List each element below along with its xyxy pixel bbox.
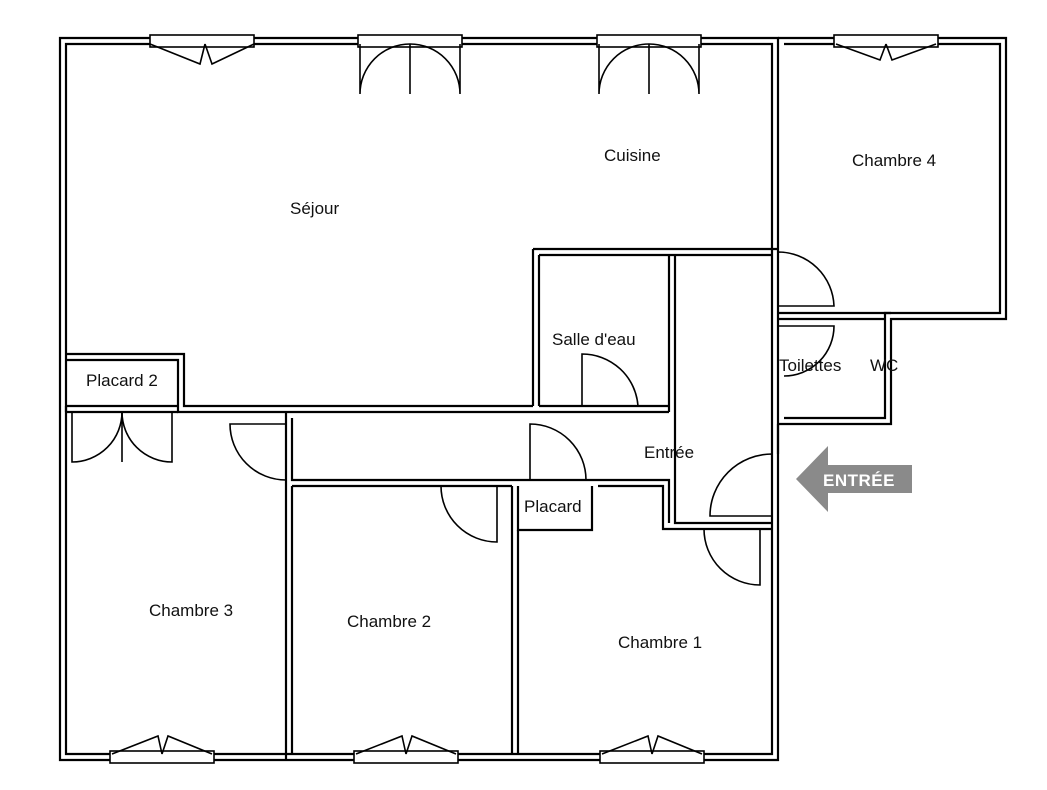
room-label-placard-2: Placard 2 (86, 371, 158, 390)
room-label-cuisine: Cuisine (604, 146, 661, 165)
window-swings (71, 43, 937, 755)
entrance-arrow: ENTRÉE (796, 446, 912, 512)
room-label-salle-eau: Salle d'eau (552, 330, 636, 349)
entrance-arrow-label: ENTRÉE (823, 471, 895, 490)
room-label-toilettes: Toilettes (779, 356, 841, 375)
windows (109, 34, 939, 764)
room-label-wc: WC (870, 356, 898, 375)
room-label-chambre-4: Chambre 4 (852, 151, 936, 170)
room-labels: Séjour Cuisine Chambre 4 Salle d'eau Toi… (86, 146, 936, 652)
room-label-entree: Entrée (644, 443, 694, 462)
door-swings (229, 251, 835, 586)
room-label-chambre-3: Chambre 3 (149, 601, 233, 620)
outer-walls (58, 36, 1008, 762)
room-label-chambre-1: Chambre 1 (618, 633, 702, 652)
room-label-placard: Placard (524, 497, 582, 516)
interior-walls (64, 247, 891, 760)
room-label-chambre-2: Chambre 2 (347, 612, 431, 631)
room-label-sejour: Séjour (290, 199, 339, 218)
